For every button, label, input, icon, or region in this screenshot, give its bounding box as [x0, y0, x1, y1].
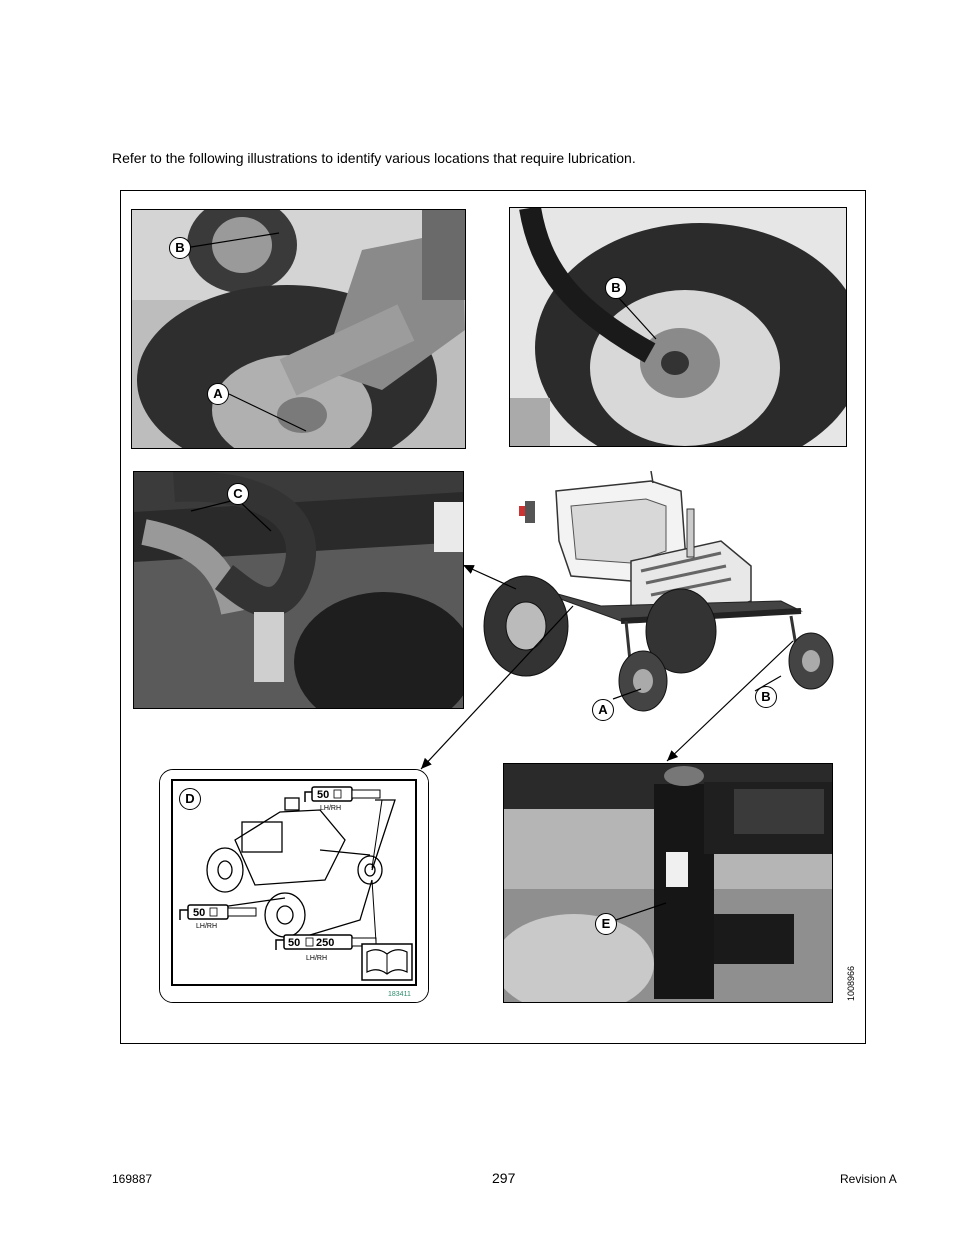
callout-b-hub: B	[605, 277, 627, 299]
decal-part-number: 183411	[388, 991, 411, 998]
decal-top-value: 50	[317, 789, 329, 801]
callout-a-main: A	[592, 699, 614, 721]
footer-revision: Revision A	[840, 1172, 897, 1186]
callout-b-caster: B	[169, 237, 191, 259]
manual-book-icon	[361, 943, 413, 981]
callout-e-post: E	[595, 913, 617, 935]
decal-left-side: LH/RH	[196, 923, 217, 930]
callout-b-main: B	[755, 686, 777, 708]
lubrication-figure: 50 LH/RH 50 LH/RH 50 250 LH/RH	[120, 190, 866, 1044]
photo-wheel-hub	[509, 207, 847, 447]
callout-d-decal: D	[179, 788, 201, 810]
decal-top-side: LH/RH	[320, 805, 341, 812]
figure-number: 1008966	[846, 965, 856, 1001]
footer-page-number: 297	[492, 1170, 516, 1186]
intro-text: Refer to the following illustrations to …	[112, 150, 636, 166]
photo-header-linkage	[133, 471, 464, 709]
decal-left-value: 50	[193, 907, 205, 919]
footer-doc-number: 169887	[112, 1172, 153, 1186]
callout-c-linkage: C	[227, 483, 249, 505]
callout-a-caster: A	[207, 383, 229, 405]
decal-bottom-side: LH/RH	[306, 955, 327, 962]
decal-bottom-value: 50	[288, 937, 300, 949]
lubrication-decal: 50 LH/RH 50 LH/RH 50 250 LH/RH	[159, 769, 429, 1003]
photo-pivot-post	[503, 763, 833, 1003]
decal-bottom-interval: 250	[316, 937, 334, 949]
windrower-illustration	[481, 470, 851, 731]
